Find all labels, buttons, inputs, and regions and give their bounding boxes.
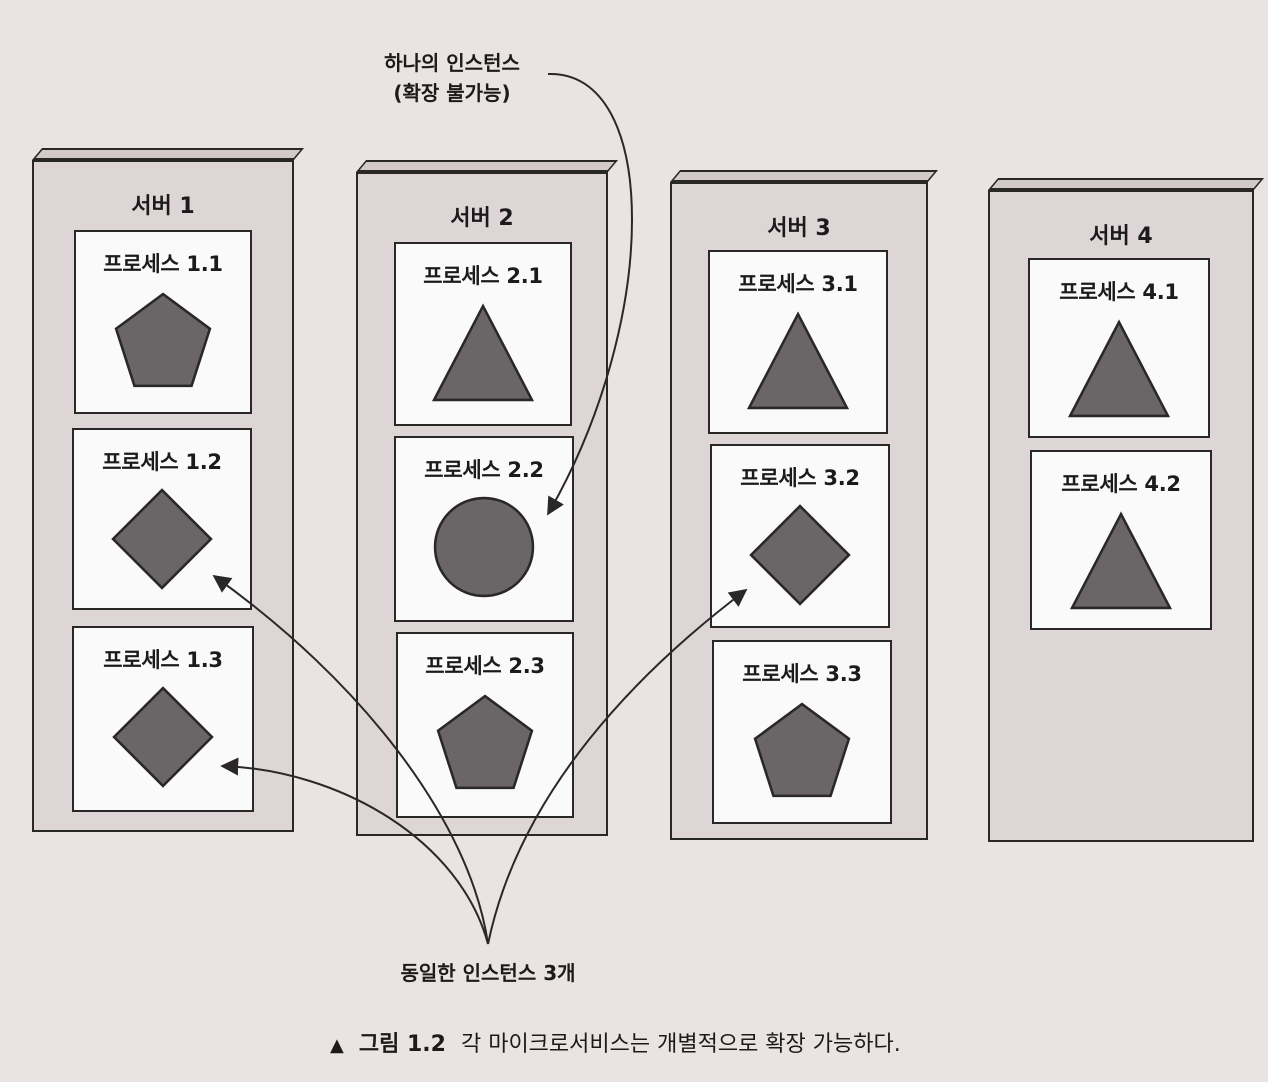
- arrow-to-process-1-3: [220, 757, 489, 945]
- process-3-1-label: 프로세스 3.1: [738, 272, 858, 296]
- process-1-1-label: 프로세스 1.1: [103, 252, 223, 276]
- process-4-1-label: 프로세스 4.1: [1059, 280, 1179, 304]
- circle-shape: [433, 496, 535, 602]
- process-2-1-label: 프로세스 2.1: [423, 264, 543, 288]
- process-4-2: 프로세스 4.2: [1030, 450, 1212, 630]
- process-4-1: 프로세스 4.1: [1028, 258, 1210, 438]
- single-instance-line-2: (확장 불가능): [393, 81, 511, 105]
- triangle-shape: [431, 302, 535, 408]
- process-3-1: 프로세스 3.1: [708, 250, 888, 434]
- single-instance-note: 하나의 인스턴스 (확장 불가능): [352, 48, 552, 108]
- figure-caption-text: 각 마이크로서비스는 개별적으로 확장 가능하다.: [460, 1032, 901, 1057]
- process-2-3: 프로세스 2.3: [396, 632, 574, 818]
- process-1-1: 프로세스 1.1: [74, 230, 252, 414]
- server-2-title: 서버 2: [450, 206, 514, 231]
- pentagon-shape: [434, 692, 536, 798]
- diamond-shape: [112, 686, 214, 792]
- diamond-shape: [111, 488, 213, 594]
- triangle-shape: [1067, 318, 1171, 424]
- figure-caption: ▲ 그림 1.2 각 마이크로서비스는 개별적으로 확장 가능하다.: [330, 1026, 901, 1058]
- triangle-bullet-icon: ▲: [330, 1035, 344, 1056]
- process-3-3: 프로세스 3.3: [712, 640, 892, 824]
- process-2-1: 프로세스 2.1: [394, 242, 572, 426]
- server-1: 서버 1 프로세스 1.1 프로세스 1.2 프로세스 1.3: [32, 148, 305, 832]
- triangle-shape: [1069, 510, 1173, 616]
- diamond-shape: [749, 504, 851, 610]
- pentagon-shape: [112, 290, 214, 396]
- arrow-single-instance: [547, 72, 633, 516]
- triangle-shape: [746, 310, 850, 416]
- server-4-title: 서버 4: [1089, 224, 1153, 249]
- server-3-title: 서버 3: [767, 216, 831, 241]
- process-4-2-label: 프로세스 4.2: [1061, 472, 1181, 496]
- process-1-2-label: 프로세스 1.2: [102, 450, 222, 474]
- server-1-title: 서버 1: [131, 194, 195, 219]
- pentagon-shape: [751, 700, 853, 806]
- three-instances-note: 동일한 인스턴스 3개: [400, 961, 576, 985]
- arrow-to-process-1-2: [212, 574, 489, 945]
- process-2-3-label: 프로세스 2.3: [425, 654, 545, 678]
- server-4: 서버 4 프로세스 4.1 프로세스 4.2: [988, 178, 1265, 842]
- process-3-2-label: 프로세스 3.2: [740, 466, 860, 490]
- single-instance-line-1: 하나의 인스턴스: [384, 51, 520, 75]
- figure-number: 그림 1.2: [358, 1032, 446, 1057]
- process-1-3: 프로세스 1.3: [72, 626, 254, 812]
- process-3-3-label: 프로세스 3.3: [742, 662, 862, 686]
- process-2-2: 프로세스 2.2: [394, 436, 574, 622]
- server-2: 서버 2 프로세스 2.1 프로세스 2.2 프로세스 2.3: [356, 160, 619, 836]
- process-1-3-label: 프로세스 1.3: [103, 648, 223, 672]
- process-2-2-label: 프로세스 2.2: [424, 458, 544, 482]
- arrow-to-process-3-2: [487, 588, 748, 945]
